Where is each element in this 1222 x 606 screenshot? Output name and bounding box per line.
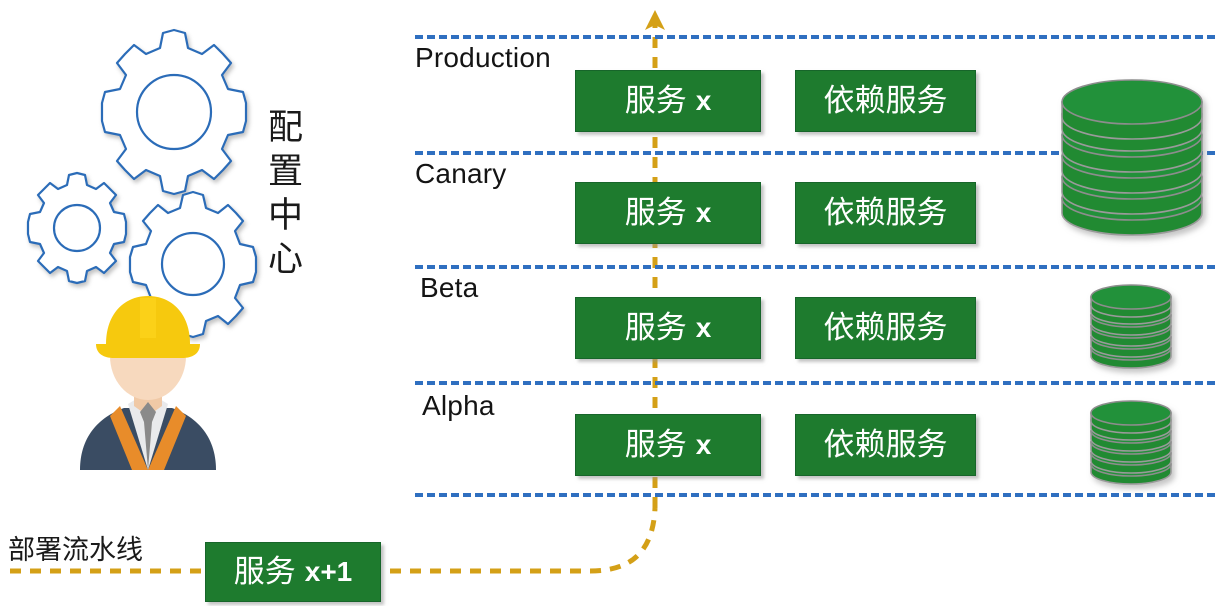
service-box-beta-version: x bbox=[695, 312, 712, 343]
service-box-alpha-version: x bbox=[695, 429, 712, 460]
service-box-alpha-cn: 服务 bbox=[624, 426, 687, 463]
service-box-canary-cn: 服务 bbox=[624, 194, 687, 231]
dependency-box-production-cn: 依赖服务 bbox=[823, 82, 948, 119]
env-label-beta: Beta bbox=[420, 272, 479, 303]
separator-bottom bbox=[415, 493, 1215, 497]
database-stack-production[interactable] bbox=[1056, 79, 1208, 236]
separator-top bbox=[415, 35, 1215, 39]
service-box-beta[interactable]: 服务 x bbox=[575, 297, 761, 359]
dependency-box-canary[interactable]: 依赖服务 bbox=[795, 182, 976, 244]
service-box-production[interactable]: 服务 x bbox=[575, 70, 761, 132]
service-box-canary-version: x bbox=[695, 197, 712, 228]
gear-large-top-icon bbox=[100, 28, 248, 196]
gear-small-left-icon bbox=[26, 171, 128, 285]
service-box-production-version: x bbox=[695, 85, 712, 116]
dependency-box-production[interactable]: 依赖服务 bbox=[795, 70, 976, 132]
dependency-box-beta-cn: 依赖服务 bbox=[823, 309, 948, 346]
service-box-beta-cn: 服务 bbox=[624, 309, 687, 346]
new-service-box[interactable]: 服务 x+1 bbox=[205, 542, 381, 602]
separator-production bbox=[415, 151, 1215, 155]
dependency-box-alpha[interactable]: 依赖服务 bbox=[795, 414, 976, 476]
new-service-box-version: x+1 bbox=[304, 556, 353, 587]
dependency-box-beta[interactable]: 依赖服务 bbox=[795, 297, 976, 359]
separator-canary bbox=[415, 265, 1215, 269]
separator-beta bbox=[415, 381, 1215, 385]
pipeline-arrow-up-icon bbox=[645, 10, 665, 30]
dependency-box-alpha-cn: 依赖服务 bbox=[823, 426, 948, 463]
service-box-alpha[interactable]: 服务 x bbox=[575, 414, 761, 476]
new-service-box-cn: 服务 bbox=[233, 553, 296, 590]
service-box-canary[interactable]: 服务 x bbox=[575, 182, 761, 244]
env-label-production: Production bbox=[415, 42, 551, 73]
pipeline-caption: 部署流水线 bbox=[8, 535, 143, 566]
service-box-production-cn: 服务 bbox=[624, 82, 687, 119]
engineer-avatar bbox=[80, 296, 216, 470]
database-stack-beta[interactable] bbox=[1088, 284, 1174, 369]
config-center-label: 配置中心 bbox=[262, 108, 302, 284]
env-label-alpha: Alpha bbox=[422, 390, 495, 421]
database-stack-alpha[interactable] bbox=[1088, 400, 1174, 485]
dependency-box-canary-cn: 依赖服务 bbox=[823, 194, 948, 231]
env-label-canary: Canary bbox=[415, 158, 507, 189]
